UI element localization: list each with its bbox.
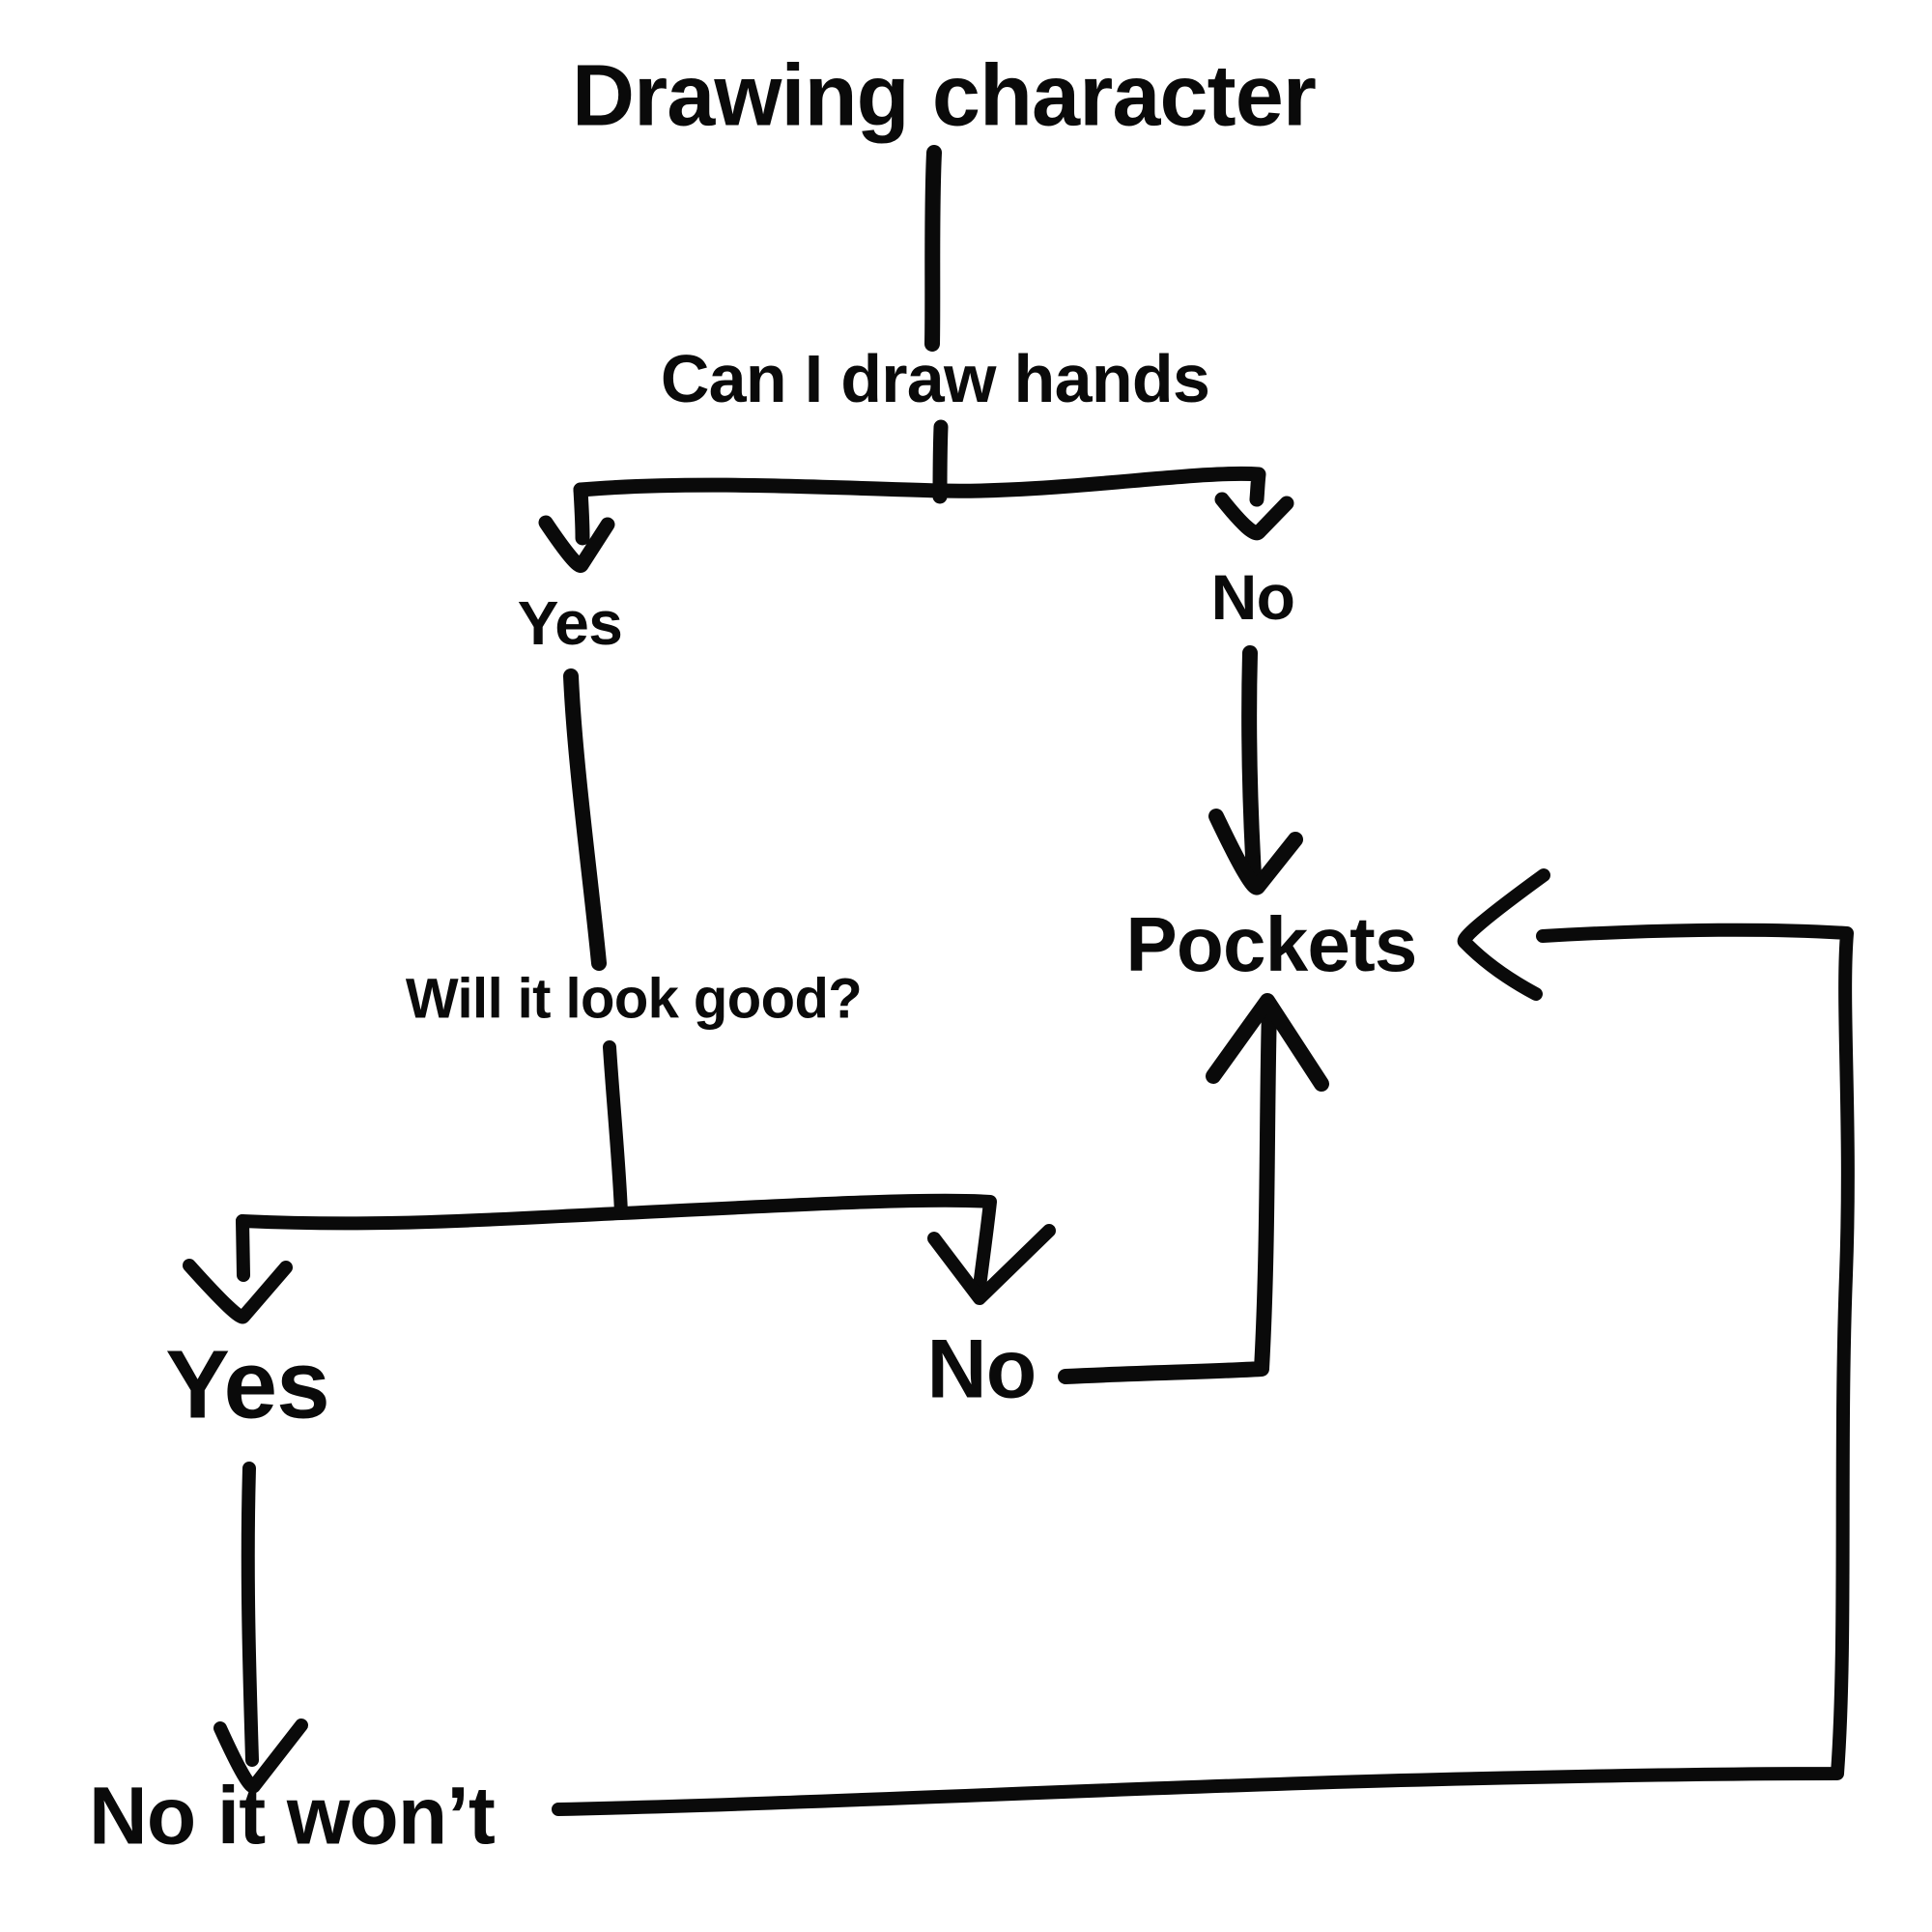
label-q2-yes: Yes <box>165 1330 329 1439</box>
arrowhead-question2-yes-icon <box>183 1259 293 1324</box>
connector-yes1-to-question2 <box>563 668 607 971</box>
label-q1-no: No <box>1210 561 1295 633</box>
title-drawing-character: Drawing character <box>571 47 1317 145</box>
arrowhead-question1-no-icon <box>1214 492 1294 541</box>
connector-no2-to-pockets <box>1058 1001 1277 1384</box>
connector-outcome-loop-to-pockets <box>552 923 1855 1816</box>
question-will-it-look-good: Will it look good? <box>405 967 863 1031</box>
label-q2-no: No <box>926 1322 1037 1416</box>
connector-question2-tick <box>603 1040 628 1220</box>
node-pockets: Pockets <box>1125 901 1417 987</box>
connector-question2-yes-elbow <box>236 1214 250 1282</box>
connector-question2-branch-bar <box>236 1193 997 1293</box>
arrowhead-no1-pockets-icon <box>1208 809 1303 895</box>
connector-question1-yes-elbow <box>573 482 590 546</box>
arrowhead-no2-pockets-icon <box>1206 993 1329 1092</box>
arrowhead-question2-no-icon <box>927 1224 1056 1305</box>
label-q1-yes: Yes <box>517 588 623 658</box>
arrowhead-yes2-outcome-icon <box>213 1719 308 1794</box>
arrowhead-loop-pockets-icon <box>1457 868 1550 1001</box>
arrowhead-question1-yes-icon <box>538 515 615 573</box>
question-can-i-draw-hands: Can I draw hands <box>660 341 1210 416</box>
connector-yes2-to-outcome <box>241 1462 259 1767</box>
connector-question1-branch-bar <box>573 466 1266 507</box>
connector-no1-to-pockets <box>1241 645 1262 883</box>
node-no-it-wont: No it won’t <box>89 1770 496 1861</box>
connector-title-to-question1 <box>924 145 942 352</box>
